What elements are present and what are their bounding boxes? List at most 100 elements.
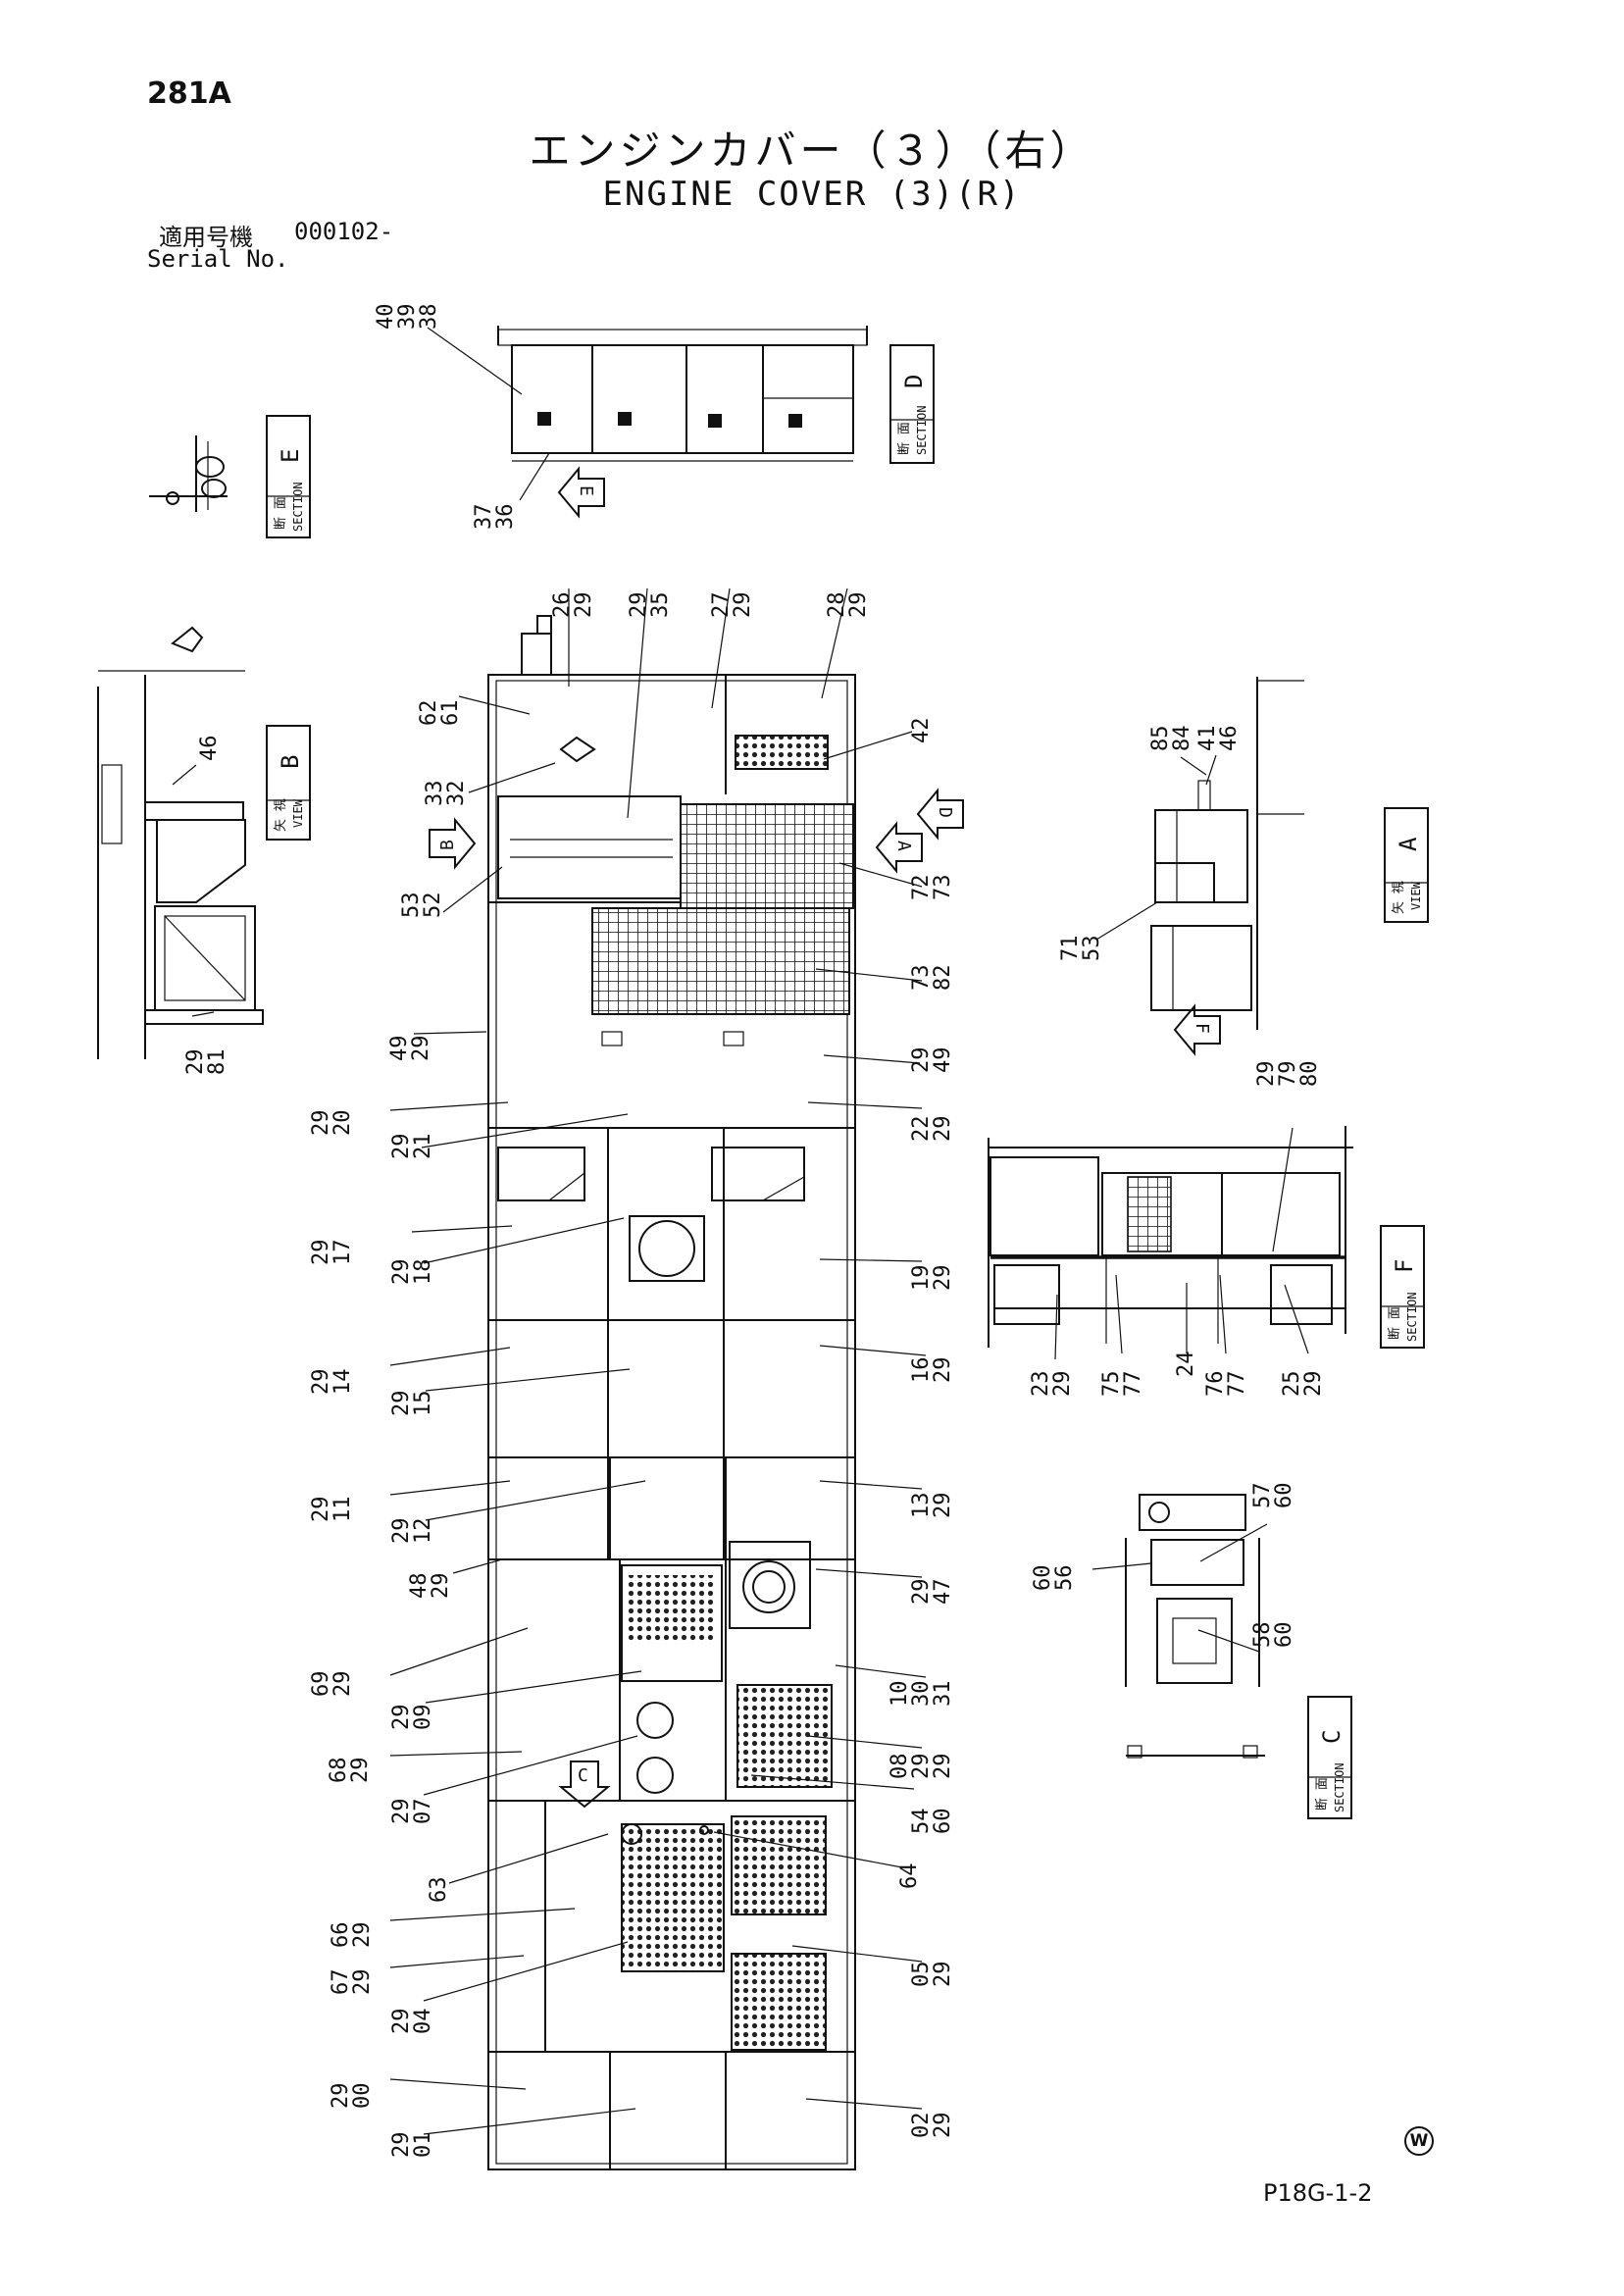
svg-text:29: 29: [931, 2113, 955, 2139]
svg-text:15: 15: [411, 1391, 435, 1417]
svg-text:53: 53: [399, 893, 424, 919]
svg-text:82: 82: [931, 965, 955, 992]
view-a-ja: 矢 視: [1392, 881, 1406, 914]
svg-text:32: 32: [444, 781, 469, 807]
page-code: P18G-1-2: [1263, 2179, 1373, 2207]
view-b-drawing: [97, 626, 264, 1059]
svg-text:52: 52: [421, 893, 445, 919]
view-b-ja: 矢 視: [274, 798, 288, 832]
svg-text:71: 71: [1058, 936, 1083, 962]
svg-text:D: D: [935, 807, 955, 818]
svg-text:37: 37: [472, 504, 496, 531]
svg-text:29: 29: [350, 1969, 375, 1996]
section-e-en: SECTION: [291, 482, 305, 532]
callout-42: 42: [909, 718, 934, 744]
radiator-cap-panel: [621, 1541, 811, 1845]
svg-text:04: 04: [411, 2009, 435, 2035]
svg-text:29: 29: [1301, 1371, 1326, 1398]
svg-text:77: 77: [1121, 1371, 1145, 1398]
svg-text:53: 53: [1080, 936, 1104, 962]
svg-text:17: 17: [330, 1240, 355, 1266]
svg-text:54: 54: [909, 1809, 934, 1835]
svg-text:29: 29: [409, 1036, 433, 1062]
svg-text:29: 29: [731, 592, 755, 619]
svg-text:E: E: [576, 485, 596, 496]
svg-text:64: 64: [897, 1863, 922, 1890]
svg-text:29: 29: [309, 1497, 333, 1523]
svg-text:27: 27: [709, 592, 734, 619]
svg-text:29: 29: [389, 1799, 414, 1825]
svg-text:02: 02: [909, 2113, 934, 2139]
view-a-letter: A: [1395, 837, 1422, 851]
section-d-letter: D: [900, 375, 928, 388]
svg-text:13: 13: [909, 1493, 934, 1519]
section-e-ja: 断 面: [274, 496, 288, 530]
callout-24: 24: [1174, 1352, 1198, 1378]
svg-text:24: 24: [1174, 1352, 1198, 1378]
svg-text:29: 29: [909, 1754, 934, 1780]
serial-number-value: 000102-: [294, 218, 394, 245]
svg-text:80: 80: [1297, 1061, 1322, 1088]
svg-text:77: 77: [1225, 1371, 1249, 1398]
svg-text:35: 35: [648, 592, 673, 619]
svg-text:73: 73: [909, 965, 934, 992]
svg-text:C: C: [578, 1765, 588, 1786]
svg-text:75: 75: [1099, 1371, 1124, 1398]
svg-text:29: 29: [389, 1259, 414, 1286]
svg-text:67: 67: [329, 1969, 353, 1996]
svg-text:29: 29: [389, 1134, 414, 1160]
callout-64: 64: [897, 1863, 922, 1890]
svg-text:84: 84: [1170, 726, 1194, 752]
svg-text:60: 60: [1272, 1622, 1296, 1649]
svg-text:57: 57: [1250, 1483, 1275, 1509]
svg-text:60: 60: [1272, 1483, 1296, 1509]
svg-text:29: 29: [309, 1110, 333, 1137]
svg-text:29: 29: [329, 2083, 353, 2110]
arrow-f: F: [1173, 1003, 1221, 1056]
svg-text:60: 60: [1031, 1565, 1055, 1592]
svg-text:29: 29: [931, 1265, 955, 1292]
callout-46-view-b: 46: [197, 736, 222, 762]
svg-text:29: 29: [1050, 1371, 1075, 1398]
section-f-letter: F: [1391, 1259, 1418, 1273]
svg-text:10: 10: [888, 1681, 912, 1708]
svg-text:29: 29: [846, 592, 871, 619]
svg-text:85: 85: [1148, 726, 1173, 752]
svg-text:33: 33: [423, 781, 447, 807]
svg-text:29: 29: [931, 1754, 955, 1780]
section-f-ja: 断 面: [1388, 1306, 1402, 1340]
section-c-en: SECTION: [1333, 1762, 1346, 1812]
svg-text:29: 29: [931, 1357, 955, 1384]
view-a-drawing: [1150, 677, 1304, 1030]
svg-text:29: 29: [429, 1573, 453, 1600]
section-e-letter: E: [277, 449, 304, 463]
svg-text:A: A: [893, 841, 914, 851]
svg-text:48: 48: [407, 1573, 431, 1600]
svg-text:46: 46: [197, 736, 222, 762]
svg-text:49: 49: [387, 1036, 412, 1062]
